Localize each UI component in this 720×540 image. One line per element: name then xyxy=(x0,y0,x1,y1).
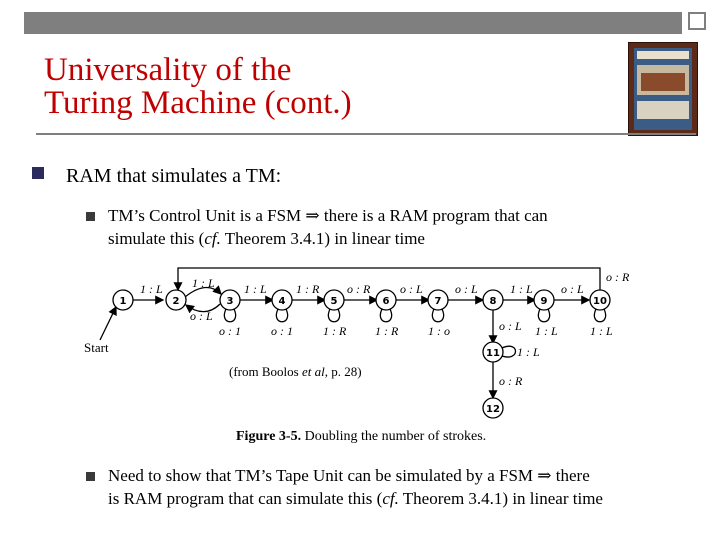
loop-5 xyxy=(327,308,341,323)
edge-label: 1 : L xyxy=(590,324,613,338)
edge-label: 1 : o xyxy=(428,324,450,338)
start-arrow xyxy=(99,305,117,341)
title-divider xyxy=(36,133,696,135)
edge-label: 1 : L xyxy=(140,282,163,296)
state-9 xyxy=(533,289,555,311)
state-label: 5 xyxy=(331,296,338,307)
bullet-square-icon xyxy=(32,167,44,179)
edge-label: 1 : L xyxy=(517,345,540,359)
sub-bullet-square-icon xyxy=(86,472,95,481)
edge-label: o : 1 xyxy=(219,324,241,338)
loop-9 xyxy=(537,308,551,323)
book-cover-image xyxy=(628,42,698,136)
sub-bullet-square-icon xyxy=(86,212,95,221)
edge-2-3 xyxy=(184,285,222,298)
state-label: 11 xyxy=(486,348,500,359)
state-label: 4 xyxy=(279,296,286,307)
state-1 xyxy=(112,289,134,311)
state-label: 1 xyxy=(120,296,127,307)
sub-bullet-1-line-1: TM’s Control Unit is a FSM ⇒ there is a … xyxy=(108,206,548,225)
edge-label: 1 : R xyxy=(323,324,347,338)
loop-7 xyxy=(431,308,445,323)
edge-label: 1 : L xyxy=(192,276,215,290)
title-line-2: Turing Machine (cont.) xyxy=(44,85,352,121)
state-label: 6 xyxy=(383,296,390,307)
edge-3-2 xyxy=(184,303,221,314)
state-5 xyxy=(323,289,345,311)
edge-10-2 xyxy=(173,267,601,292)
state-12 xyxy=(482,397,504,419)
edge-label: o : L xyxy=(190,309,213,323)
edge-label: o : 1 xyxy=(271,324,293,338)
sub-bullet-2-line-2: is RAM program that can simulate this (c… xyxy=(108,489,603,508)
edge-label: 1 : R xyxy=(296,282,320,296)
state-10 xyxy=(589,289,611,311)
slide-title: Universality of the Turing Machine (cont… xyxy=(44,54,352,120)
figure-source: (from Boolos et al, p. 28) xyxy=(229,364,362,379)
edge-label: 1 : R xyxy=(375,324,399,338)
edge-label: o : R xyxy=(606,270,630,284)
sub-bullet-control-unit: TM’s Control Unit is a FSM ⇒ there is a … xyxy=(108,204,548,250)
sub-bullet-2-line-1: Need to show that TM’s Tape Unit can be … xyxy=(108,466,590,485)
state-label: 7 xyxy=(435,296,442,307)
state-3 xyxy=(219,289,241,311)
state-label: 9 xyxy=(541,296,548,307)
edge-label: o : R xyxy=(347,282,371,296)
edge-label: o : L xyxy=(499,319,522,333)
state-label: 2 xyxy=(173,296,180,307)
edge-label: 1 : L xyxy=(244,282,267,296)
loop-4 xyxy=(275,308,289,323)
state-8 xyxy=(482,289,504,311)
sub-bullet-1-line-2: simulate this (cf. Theorem 3.4.1) in lin… xyxy=(108,229,425,248)
state-4 xyxy=(271,289,293,311)
edge-label: 1 : L xyxy=(510,282,533,296)
loop-6 xyxy=(379,308,393,323)
state-label: 10 xyxy=(593,296,607,307)
state-6 xyxy=(375,289,397,311)
edge-label: o : L xyxy=(561,282,584,296)
edge-label: o : R xyxy=(499,374,523,388)
bullet-ram-simulates-tm: RAM that simulates a TM: xyxy=(66,165,282,187)
edge-label: o : L xyxy=(400,282,423,296)
loop-3 xyxy=(223,308,237,323)
state-11 xyxy=(482,341,504,363)
state-label: 3 xyxy=(227,296,234,307)
title-line-1: Universality of the xyxy=(44,52,292,88)
sub-bullet-tape-unit: Need to show that TM’s Tape Unit can be … xyxy=(108,464,603,510)
top-bar xyxy=(24,12,682,34)
edge-label: 1 : L xyxy=(535,324,558,338)
state-7 xyxy=(427,289,449,311)
loop-11 xyxy=(501,345,517,358)
state-2 xyxy=(165,289,187,311)
state-label: 12 xyxy=(486,404,500,415)
corner-square xyxy=(688,12,706,30)
state-label: 8 xyxy=(490,296,497,307)
loop-10 xyxy=(593,308,607,323)
start-label: Start xyxy=(84,340,109,355)
edge-label: o : L xyxy=(455,282,478,296)
figure-caption: Figure 3-5. Doubling the number of strok… xyxy=(236,429,487,444)
